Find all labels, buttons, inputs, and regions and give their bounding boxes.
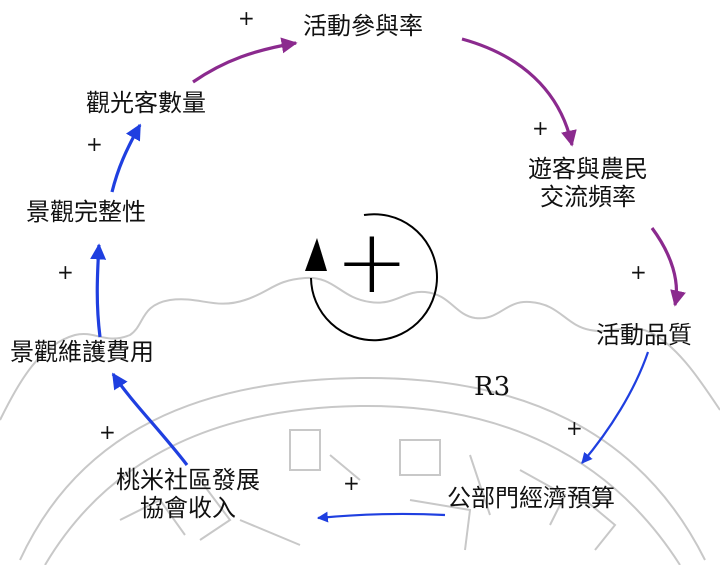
arrow-tourist-to-participation [192, 37, 298, 84]
polarity-maintenance-to-integrity: + [57, 260, 74, 284]
arrow-maintenance-to-integrity [90, 243, 107, 338]
polarity-budget-to-income: + [343, 471, 360, 495]
polarity-tourist-to-participation: + [238, 6, 255, 30]
node-participation-rate: 活動參與率 [303, 12, 423, 40]
arrow-budget-to-income [316, 511, 446, 523]
polarity-income-to-maintenance: + [99, 420, 116, 444]
node-visitor-farmer-exchange-line2: 交流頻率 [540, 183, 636, 211]
node-visitor-farmer-exchange-line1: 遊客與農民 [528, 155, 648, 183]
loop-identifier: R3 [474, 372, 511, 402]
node-association-income: 桃米社區發展 協會收入 [116, 466, 260, 522]
loop-direction-arc [310, 213, 438, 342]
node-association-income-line2: 協會收入 [140, 494, 236, 522]
arrow-quality-to-budget [581, 351, 650, 464]
watermark-seal [0, 276, 720, 565]
node-visitor-farmer-exchange: 遊客與農民 交流頻率 [528, 155, 648, 211]
node-tourist-count: 觀光客數量 [86, 89, 206, 117]
arrow-exchange-to-quality [650, 227, 686, 307]
node-public-budget: 公部門經濟預算 [447, 484, 615, 512]
arrow-integrity-to-tourist [110, 123, 142, 193]
node-association-income-line1: 桃米社區發展 [116, 466, 260, 494]
node-activity-quality: 活動品質 [596, 321, 692, 349]
loop-direction-arrowhead [305, 238, 327, 271]
polarity-quality-to-budget: + [566, 416, 583, 440]
arrow-income-to-maintenance [111, 372, 189, 466]
loop-polarity-symbol [305, 213, 438, 342]
arrow-participation-to-exchange [461, 37, 577, 147]
node-landscape-integrity: 景觀完整性 [26, 198, 146, 226]
polarity-participation-to-exchange: + [532, 116, 549, 140]
polarity-exchange-to-quality: + [630, 260, 647, 284]
node-landscape-maintenance: 景觀維護費用 [10, 338, 154, 366]
loop-polarity-sign: + [335, 210, 409, 313]
polarity-integrity-to-tourist: + [86, 132, 103, 156]
